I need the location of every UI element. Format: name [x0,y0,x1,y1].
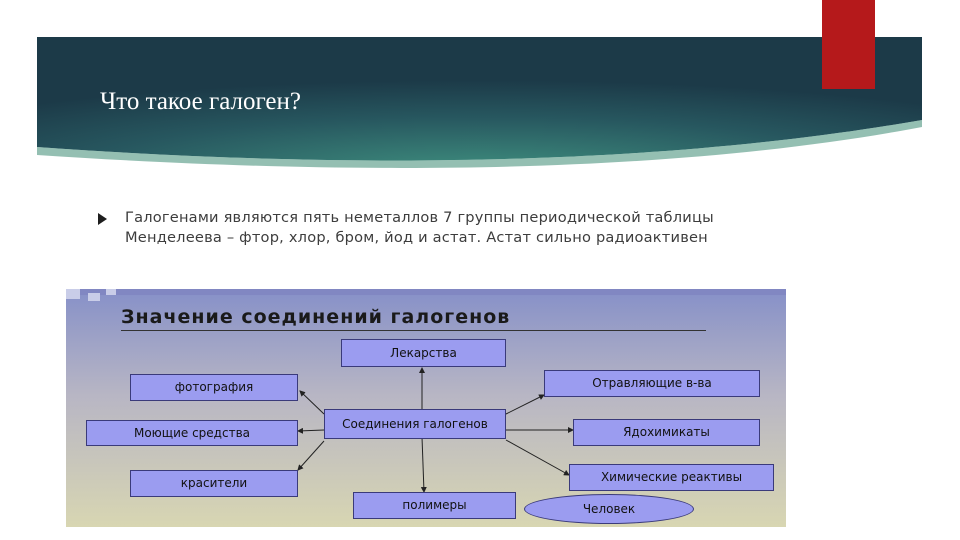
diagram-header-strip [66,289,786,295]
title-banner [37,37,922,180]
arrow-to-detergents [297,427,325,434]
halogen-compounds-diagram: Значение соединений галогенов Лекарства … [66,289,786,527]
node-center-compounds: Соединения галогенов [324,409,506,439]
slide-title: Что такое галоген? [100,88,301,115]
bullet-arrow-icon [98,213,107,225]
arrow-to-poisons [505,394,545,415]
arrow-to-polymers [420,436,427,493]
node-photography: фотография [130,374,298,401]
arrow-to-dyes [297,440,325,471]
red-accent-tab [822,0,875,89]
node-pesticides: Ядохимикаты [573,419,760,446]
node-medicines: Лекарства [341,339,506,367]
node-chem-reagents: Химические реактивы [569,464,774,491]
decorative-squares [66,289,126,309]
node-detergents: Моющие средства [86,420,298,446]
node-dyes: красители [130,470,298,497]
node-human: Человек [524,494,694,524]
node-poisons: Отравляющие в-ва [544,370,760,397]
diagram-title-underline [121,330,706,331]
diagram-arrows [297,367,574,493]
arrow-to-photography [299,390,325,415]
diagram-title: Значение соединений галогенов [121,306,511,328]
node-polymers: полимеры [353,492,516,519]
bullet-text: Галогенами являются пять неметаллов 7 гр… [125,209,714,246]
arrow-to-chem-reagents [505,439,570,476]
